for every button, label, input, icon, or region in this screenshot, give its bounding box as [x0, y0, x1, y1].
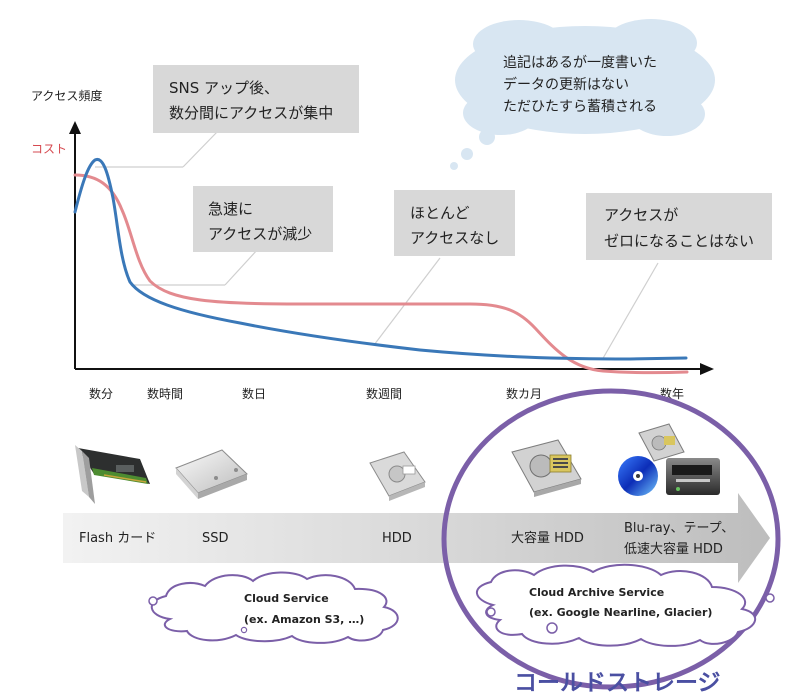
- cloud-archive-outline: [476, 563, 756, 647]
- cloud-service-puff: [148, 596, 158, 606]
- cloud-service-puff: [240, 626, 248, 634]
- storage-label: SSD: [202, 531, 229, 546]
- callout-line: 数分間にアクセスが集中: [169, 104, 333, 122]
- callout-box: [153, 65, 359, 133]
- x-tick-label: 数週間: [366, 386, 402, 401]
- callout-line: アクセスが: [604, 206, 678, 224]
- x-axis-arrowhead: [700, 363, 714, 375]
- storage-label: 低速大容量 HDD: [624, 541, 723, 557]
- cloud-service-outline: [150, 571, 399, 644]
- thought-line: 追記はあるが一度書いた: [503, 54, 657, 71]
- cloud-archive-puff: [765, 593, 775, 603]
- flash-card-icon: [75, 445, 150, 504]
- storage-label: Blu-ray、テープ、: [624, 521, 734, 536]
- hdd-icon: [369, 451, 426, 501]
- y-axis-label: アクセス頻度: [31, 88, 102, 103]
- storage-arrow: [63, 493, 770, 583]
- connector-line: [182, 130, 219, 168]
- thought-line: データの更新はない: [503, 76, 629, 93]
- cold-storage-title: コールドストレージ: [514, 670, 721, 696]
- connector-line: [224, 248, 259, 286]
- x-tick-label: 数分: [89, 386, 113, 401]
- cloud-service-title: Cloud Service: [244, 592, 329, 605]
- callout-sns: SNS アップ後、 数分間にアクセスが集中: [153, 65, 359, 133]
- callout-drop: 急速に アクセスが減少: [193, 186, 333, 252]
- callout-line: SNS アップ後、: [169, 79, 279, 97]
- cloud-service-subtitle: (ex. Amazon S3, …): [244, 613, 364, 626]
- cost-curve: [73, 173, 689, 375]
- thought-line: ただひたすら蓄積される: [503, 99, 657, 115]
- cost-label: コスト: [31, 142, 67, 156]
- access-curve: [73, 157, 688, 361]
- callout-connectors: [95, 130, 659, 361]
- callout-line: アクセスが減少: [208, 225, 312, 243]
- x-tick-label: 数日: [242, 386, 266, 401]
- callout-almost-none: ほとんど アクセスなし: [394, 190, 515, 256]
- cloud-service-shape: Cloud Service (ex. Amazon S3, …): [148, 571, 399, 644]
- storage-band: Flash カード SSD HDD 大容量 HDD Blu-ray、テープ、 低…: [63, 493, 770, 583]
- x-tick-label: 数時間: [147, 386, 183, 401]
- thought-dot: [450, 162, 458, 170]
- tape-drive-icon: [666, 458, 720, 495]
- x-tick-label: 数カ月: [506, 386, 542, 401]
- connector-line: [373, 257, 441, 346]
- connector-line: [601, 262, 659, 361]
- callout-line: ほとんど: [410, 204, 470, 222]
- large-capacity-hdd-icon: [511, 439, 582, 497]
- callout-box: [394, 190, 515, 256]
- cloud-archive-puff: [546, 622, 558, 634]
- callout-line: アクセスなし: [410, 229, 499, 247]
- storage-label: 大容量 HDD: [511, 530, 584, 546]
- blu-ray-disc-icon: [618, 456, 658, 496]
- callout-line: 急速に: [208, 200, 253, 218]
- storage-label: HDD: [382, 531, 412, 546]
- thought-bubble: 追記はあるが一度書いた データの更新はない ただひたすら蓄積される: [450, 19, 715, 170]
- x-tick-labels: 数分 数時間 数日 数週間 数カ月 数年: [89, 386, 684, 401]
- portable-hdd-icon: [638, 423, 685, 462]
- callout-box: [586, 193, 772, 260]
- ssd-icon: [175, 449, 248, 499]
- y-axis-arrowhead: [69, 121, 81, 134]
- cloud-archive-subtitle: (ex. Google Nearline, Glacier): [529, 606, 712, 619]
- callout-line: ゼロになることはない: [604, 232, 754, 250]
- callout-box: [193, 186, 333, 252]
- cold-storage-highlight: [441, 388, 781, 690]
- cloud-archive-title: Cloud Archive Service: [529, 586, 664, 599]
- cloud-archive-puff: [486, 607, 496, 617]
- callout-never-zero: アクセスが ゼロになることはない: [586, 193, 772, 260]
- thought-dot: [479, 129, 495, 145]
- storage-label: Flash カード: [79, 531, 156, 546]
- cloud-archive-shape: Cloud Archive Service (ex. Google Nearli…: [476, 563, 775, 647]
- thought-dot: [461, 148, 473, 160]
